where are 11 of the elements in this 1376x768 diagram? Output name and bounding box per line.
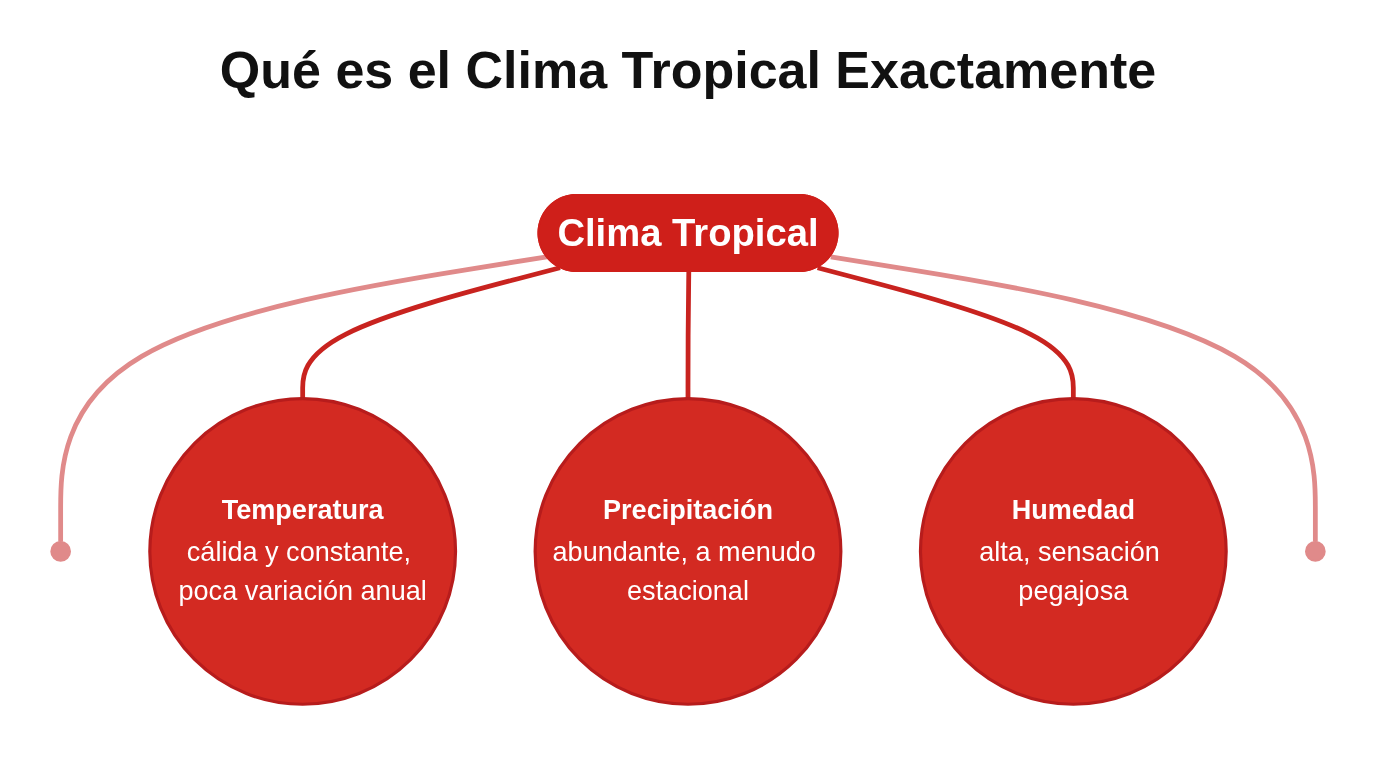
connector [830, 253, 1318, 542]
connector [817, 265, 1076, 399]
node-circle [1305, 540, 1326, 562]
title: Qué es el Clima Tropical Exactamente [219, 39, 1157, 101]
connector [300, 265, 561, 399]
connector [685, 271, 692, 399]
node-circle: Precipitación abundante, a menudo estacional [533, 396, 843, 706]
node-circle: Humedad alta, sensación pegajosa [918, 396, 1228, 706]
connector [58, 253, 548, 542]
node-circle [50, 540, 71, 562]
node-circle: Temperatura cálida y constante, poca variación anual [148, 396, 458, 706]
